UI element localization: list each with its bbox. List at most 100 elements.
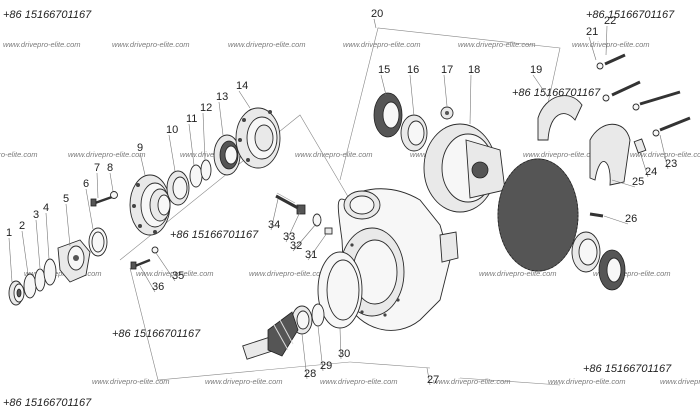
part-number-24: 24 bbox=[645, 166, 657, 178]
drive-pinion bbox=[242, 311, 299, 360]
leader-line bbox=[307, 232, 328, 261]
leader-line bbox=[139, 265, 156, 293]
part-number-13: 13 bbox=[216, 91, 228, 103]
part-number-36: 36 bbox=[152, 281, 164, 293]
leader-line bbox=[603, 215, 629, 225]
watermark-text: www.drivepro-elite.com bbox=[136, 269, 214, 278]
leader-line bbox=[285, 211, 301, 243]
part-34-bolt bbox=[275, 192, 299, 210]
phone-text: +86 15166701167 bbox=[583, 363, 672, 375]
part-36-bolt bbox=[130, 258, 151, 270]
leader-line bbox=[317, 325, 324, 372]
leader-line bbox=[109, 172, 114, 192]
leader-line bbox=[155, 252, 176, 282]
part-17-nut bbox=[440, 106, 454, 120]
leader-line bbox=[469, 74, 472, 125]
watermark-text: www.drivepro-elite.com bbox=[458, 40, 536, 49]
leader-line bbox=[588, 36, 597, 61]
part-9-bearing-cage bbox=[129, 174, 171, 236]
part-number-18: 18 bbox=[468, 64, 480, 76]
watermark-text: www.drivepro-elite.com bbox=[0, 150, 38, 159]
leader-lines bbox=[8, 18, 669, 386]
part-number-16: 16 bbox=[407, 64, 419, 76]
part-number-7: 7 bbox=[94, 162, 100, 174]
phone-text: +86 15166701167 bbox=[170, 229, 259, 241]
part-number-26: 26 bbox=[625, 213, 637, 225]
part-number-8: 8 bbox=[107, 162, 113, 174]
part-number-17: 17 bbox=[441, 64, 453, 76]
part-5-flange-yoke bbox=[57, 239, 91, 283]
leader-line bbox=[301, 333, 308, 380]
part-number-15: 15 bbox=[378, 64, 390, 76]
part-number-35: 35 bbox=[172, 270, 184, 282]
part-number-14: 14 bbox=[236, 80, 248, 92]
leader-line bbox=[139, 152, 146, 176]
leader-line bbox=[380, 74, 387, 96]
leader-line bbox=[168, 134, 176, 172]
part-35-washer bbox=[151, 246, 159, 254]
watermark-text: www.drivepro-elite.com bbox=[228, 40, 306, 49]
leader-line bbox=[45, 212, 50, 260]
leader-line bbox=[85, 188, 94, 230]
leader-line bbox=[605, 25, 608, 56]
part-7-bolt bbox=[90, 195, 113, 207]
part-25-bearing-cap bbox=[589, 123, 631, 186]
phone-layer: +86 15166701167 +86 15166701167 +86 151667… bbox=[3, 9, 675, 407]
part-28-bearing bbox=[291, 305, 313, 335]
part-number-27: 27 bbox=[427, 374, 439, 386]
part-number-5: 5 bbox=[63, 193, 69, 205]
leader-line bbox=[659, 134, 669, 170]
watermark-text: www.drivepro-elite.com bbox=[572, 40, 650, 49]
input-flange-assembly bbox=[8, 107, 281, 306]
part-8-washer bbox=[110, 191, 118, 199]
watermark-text: www.drivepro-elite.com bbox=[630, 150, 700, 159]
part-16-bearing-cup bbox=[400, 114, 428, 152]
watermark-text: www.drivepro-elite.com bbox=[205, 377, 283, 386]
watermark-text: www.drivepro-elite.com bbox=[343, 40, 421, 49]
part-number-10: 10 bbox=[166, 124, 178, 136]
part-number-4: 4 bbox=[43, 202, 49, 214]
leader-line bbox=[611, 179, 636, 188]
part-number-31: 31 bbox=[305, 249, 317, 261]
leader-line bbox=[202, 112, 206, 161]
part-number-30: 30 bbox=[338, 348, 350, 360]
watermark-text: www.drivepro-elite.com bbox=[295, 150, 373, 159]
part-number-21: 21 bbox=[586, 26, 598, 38]
leader-line bbox=[35, 219, 41, 269]
part-2-washer bbox=[23, 273, 37, 299]
part-number-23: 23 bbox=[665, 158, 677, 170]
part-number-34: 34 bbox=[268, 219, 280, 231]
group-frames bbox=[119, 27, 561, 386]
cap-bolts bbox=[596, 53, 691, 137]
part-number-33: 33 bbox=[283, 231, 295, 243]
leader-line bbox=[21, 230, 29, 275]
leader-line bbox=[65, 203, 71, 247]
watermark-text: www.drivepro-elite.com bbox=[3, 40, 81, 49]
leader-line bbox=[373, 18, 377, 29]
side-bearing-right bbox=[571, 231, 626, 291]
part-30-gasket bbox=[317, 251, 363, 329]
phone-text: +86 15166701167 bbox=[112, 328, 201, 340]
leader-line bbox=[188, 123, 195, 166]
part-number-12: 12 bbox=[200, 102, 212, 114]
leader-line bbox=[96, 172, 99, 199]
part-31-pin bbox=[324, 227, 333, 235]
phone-text: +86 15166701167 bbox=[586, 9, 675, 21]
part-15-bearing bbox=[373, 92, 403, 138]
part-number-20: 20 bbox=[371, 8, 383, 20]
part-10-bearing bbox=[166, 170, 190, 206]
watermark-text: www.drivepro-elite.com bbox=[548, 377, 626, 386]
watermark-text: www.drivepro-elite.com bbox=[112, 40, 190, 49]
part-number-19: 19 bbox=[530, 64, 542, 76]
watermark-text: www.drivepro-elite.com bbox=[68, 150, 146, 159]
part-number-9: 9 bbox=[137, 142, 143, 154]
leader-line bbox=[426, 367, 431, 386]
leader-line bbox=[238, 90, 251, 109]
leader-line bbox=[339, 327, 342, 360]
watermark-text: www.drivepro-elite.com bbox=[660, 377, 700, 386]
watermark-text: www.drivepro-elite.com bbox=[320, 377, 398, 386]
part-29-ring bbox=[311, 303, 325, 327]
part-24-lock-plate bbox=[633, 138, 647, 154]
watermark-text: www.drivepro-elite.com bbox=[479, 269, 557, 278]
